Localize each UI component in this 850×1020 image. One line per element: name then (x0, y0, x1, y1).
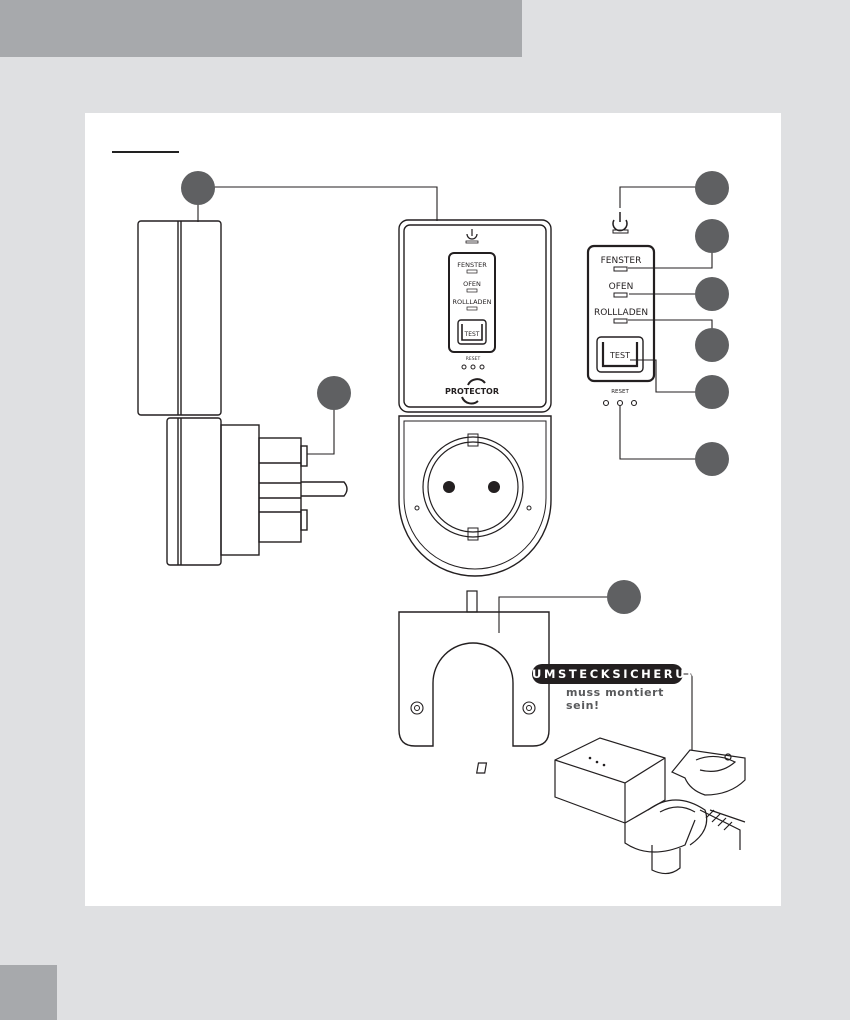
callout-marker (317, 376, 351, 410)
mounting-illustration (477, 738, 745, 874)
detail-reset-label: RESET (611, 389, 629, 395)
brand-logo-text: PROTECTOR (445, 387, 499, 396)
callout-marker (181, 171, 215, 205)
detail-test-label: TEST (609, 351, 630, 360)
front-test-label: TEST (464, 331, 480, 338)
callout-marker (695, 328, 729, 362)
side-view-device (138, 221, 347, 565)
front-view-device: FENSTER OFEN ROLLLADEN TEST RESET PROTEC… (399, 220, 551, 576)
detail-label-window: FENSTER (601, 256, 642, 266)
guard-warning-badge: UMSTECKSICHERUNG (532, 664, 683, 684)
callout-marker (695, 219, 729, 253)
front-label-window: FENSTER (457, 261, 487, 269)
guard-warning-text: muss montiert sein! (566, 686, 686, 712)
front-label-stove: OFEN (463, 280, 481, 288)
detail-label-shutter: ROLLLADEN (594, 308, 648, 318)
detail-label-stove: OFEN (609, 282, 634, 292)
panel-detail: FENSTER OFEN ROLLLADEN TEST RESET (588, 212, 654, 406)
callout-marker (607, 580, 641, 614)
callout-marker (695, 171, 729, 205)
callout-marker (695, 277, 729, 311)
callout-marker (695, 375, 729, 409)
front-reset-label: RESET (466, 356, 481, 362)
front-label-shutter: ROLLLADEN (452, 298, 491, 306)
guard-clip (399, 591, 549, 746)
callout-marker (695, 442, 729, 476)
